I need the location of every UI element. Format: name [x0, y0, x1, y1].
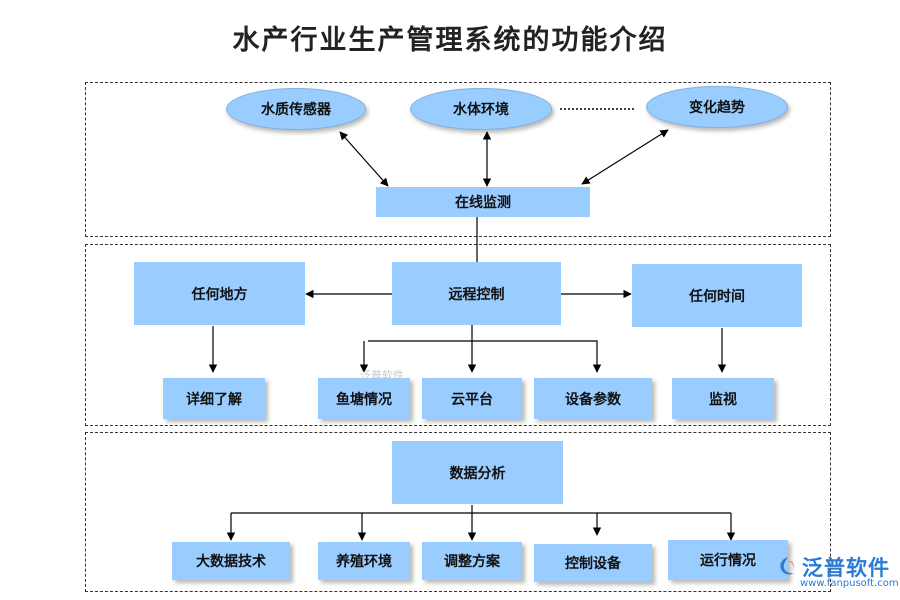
brand-swirl-icon [780, 557, 795, 575]
brand-url: www.fanpusoft.com [800, 578, 899, 589]
node-change-trend: 变化趋势 [646, 86, 788, 128]
brand-name: 泛普软件 [802, 556, 890, 580]
arrow-sensor-monitor [339, 131, 389, 187]
branch-remote-devices [368, 340, 602, 373]
watermark-center: 泛普软件 [360, 369, 404, 382]
node-adjust-plan: 调整方案 [422, 542, 522, 580]
brand-logo: 泛普软件 www.fanpusoft.com [776, 552, 899, 596]
node-control-device: 控制设备 [534, 544, 652, 582]
node-water-environment: 水体环境 [410, 88, 552, 130]
node-device-params: 设备参数 [534, 378, 652, 419]
node-anywhere: 任何地方 [134, 262, 305, 325]
node-anytime: 任何时间 [632, 264, 802, 327]
node-cloud-platform: 云平台 [422, 378, 522, 419]
node-pond-status: 鱼塘情况 [318, 378, 410, 419]
node-details: 详细了解 [163, 378, 265, 419]
node-water-quality-sensor: 水质传感器 [226, 88, 366, 130]
node-online-monitoring: 在线监测 [376, 187, 590, 217]
node-data-analysis: 数据分析 [392, 441, 563, 504]
node-remote-control: 远程控制 [392, 262, 561, 325]
section-remote-control [85, 244, 831, 426]
node-breeding-environment: 养殖环境 [318, 542, 410, 580]
node-big-data-tech: 大数据技术 [172, 542, 290, 580]
node-operation-status: 运行情况 [668, 540, 788, 580]
arrow-trend-monitor [581, 129, 669, 185]
section-online-monitoring [85, 82, 831, 237]
node-watch: 监视 [672, 378, 774, 419]
section-data-analysis [85, 432, 831, 592]
page-title: 水产行业生产管理系统的功能介绍 [232, 25, 668, 56]
